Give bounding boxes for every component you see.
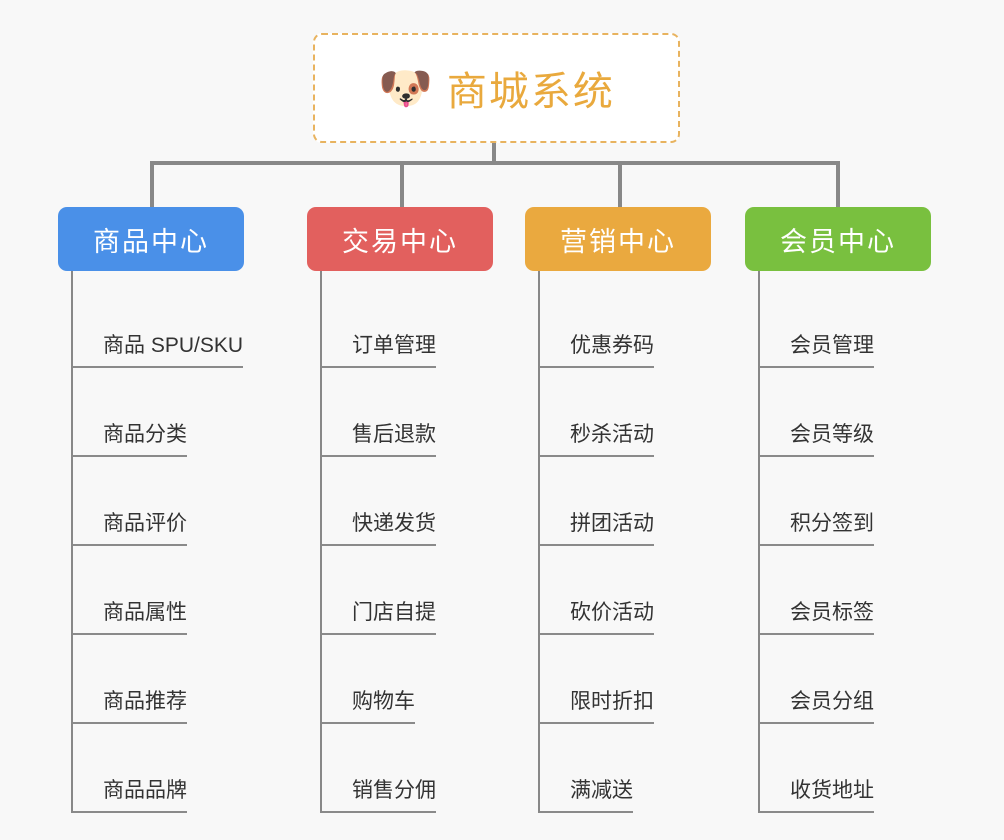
leaf-list-1: 商品 SPU/SKU 商品分类 商品评价 商品属性 商品推荐 商品品牌 xyxy=(71,271,258,813)
list-item[interactable]: 商品评价 xyxy=(73,457,258,546)
list-item[interactable]: 会员标签 xyxy=(760,546,945,635)
leaf-rule xyxy=(322,633,352,635)
leaf-label: 订单管理 xyxy=(352,329,436,368)
leaf-rule xyxy=(73,544,103,546)
leaf-rule xyxy=(73,722,103,724)
leaf-rule xyxy=(322,722,352,724)
leaf-list-3: 优惠券码 秒杀活动 拼团活动 砍价活动 限时折扣 满减送 xyxy=(538,271,725,813)
list-item[interactable]: 销售分佣 xyxy=(322,724,507,813)
leaf-label: 秒杀活动 xyxy=(570,418,654,457)
leaf-rule xyxy=(73,366,103,368)
category-column-1: 商品中心 商品 SPU/SKU 商品分类 商品评价 商品属性 商品推荐 xyxy=(58,207,258,813)
leaf-rule xyxy=(760,455,790,457)
category-column-2: 交易中心 订单管理 售后退款 快递发货 门店自提 购物车 xyxy=(307,207,507,813)
leaf-rule xyxy=(322,811,352,813)
leaf-rule xyxy=(760,366,790,368)
leaf-label: 商品 SPU/SKU xyxy=(103,329,244,368)
leaf-rule xyxy=(73,455,103,457)
list-item[interactable]: 商品属性 xyxy=(73,546,258,635)
leaf-rule xyxy=(322,455,352,457)
leaf-list-2: 订单管理 售后退款 快递发货 门店自提 购物车 销售分佣 xyxy=(320,271,507,813)
leaf-rule xyxy=(540,544,570,546)
list-item[interactable]: 商品 SPU/SKU xyxy=(73,279,258,368)
connector-drop-2 xyxy=(400,161,404,208)
leaf-rule xyxy=(73,811,103,813)
list-item[interactable]: 会员管理 xyxy=(760,279,945,368)
category-column-3: 营销中心 优惠券码 秒杀活动 拼团活动 砍价活动 限时折扣 xyxy=(525,207,725,813)
list-item[interactable]: 优惠券码 xyxy=(540,279,725,368)
list-item[interactable]: 售后退款 xyxy=(322,368,507,457)
leaf-label: 购物车 xyxy=(352,685,415,724)
connector-drop-1 xyxy=(150,161,154,208)
list-item[interactable]: 砍价活动 xyxy=(540,546,725,635)
root-node-mall-system[interactable]: 🐶 商城系统 xyxy=(313,33,680,143)
list-item[interactable]: 收货地址 xyxy=(760,724,945,813)
leaf-label: 会员等级 xyxy=(790,418,874,457)
category-header-1-label: 商品中心 xyxy=(93,226,209,257)
list-item[interactable]: 满减送 xyxy=(540,724,725,813)
category-column-4: 会员中心 会员管理 会员等级 积分签到 会员标签 会员分组 xyxy=(745,207,945,813)
shiba-dog-face-icon: 🐶 xyxy=(378,64,433,113)
leaf-rule xyxy=(760,722,790,724)
category-header-4[interactable]: 会员中心 xyxy=(745,207,931,271)
connector-bus xyxy=(150,161,840,165)
leaf-rule xyxy=(322,366,352,368)
leaf-label: 优惠券码 xyxy=(570,329,654,368)
list-item[interactable]: 秒杀活动 xyxy=(540,368,725,457)
leaf-rule xyxy=(760,633,790,635)
leaf-label: 满减送 xyxy=(570,774,633,813)
leaf-label: 砍价活动 xyxy=(570,596,654,635)
list-item[interactable]: 拼团活动 xyxy=(540,457,725,546)
category-header-2[interactable]: 交易中心 xyxy=(307,207,493,271)
category-header-3-label: 营销中心 xyxy=(560,226,676,257)
category-header-1[interactable]: 商品中心 xyxy=(58,207,244,271)
list-item[interactable]: 门店自提 xyxy=(322,546,507,635)
leaf-label: 商品推荐 xyxy=(103,685,187,724)
list-item[interactable]: 会员等级 xyxy=(760,368,945,457)
leaf-label: 会员标签 xyxy=(790,596,874,635)
connector-trunk xyxy=(492,143,496,165)
list-item[interactable]: 会员分组 xyxy=(760,635,945,724)
leaf-rule xyxy=(322,544,352,546)
leaf-rule xyxy=(540,455,570,457)
list-item[interactable]: 购物车 xyxy=(322,635,507,724)
leaf-rule xyxy=(760,811,790,813)
list-item[interactable]: 积分签到 xyxy=(760,457,945,546)
leaf-rule xyxy=(540,811,570,813)
leaf-rule xyxy=(73,633,103,635)
leaf-rule xyxy=(540,633,570,635)
leaf-label: 售后退款 xyxy=(352,418,436,457)
list-item[interactable]: 商品分类 xyxy=(73,368,258,457)
leaf-label: 商品品牌 xyxy=(103,774,187,813)
leaf-rule xyxy=(760,544,790,546)
leaf-label: 会员分组 xyxy=(790,685,874,724)
connector-drop-4 xyxy=(836,161,840,208)
leaf-label: 积分签到 xyxy=(790,507,874,546)
leaf-label: 收货地址 xyxy=(790,774,874,813)
leaf-rule xyxy=(540,366,570,368)
leaf-label: 会员管理 xyxy=(790,329,874,368)
root-node-title: 商城系统 xyxy=(446,70,615,114)
list-item[interactable]: 商品推荐 xyxy=(73,635,258,724)
category-header-4-label: 会员中心 xyxy=(780,226,896,257)
list-item[interactable]: 快递发货 xyxy=(322,457,507,546)
leaf-label: 拼团活动 xyxy=(570,507,654,546)
leaf-list-4: 会员管理 会员等级 积分签到 会员标签 会员分组 收货地址 xyxy=(758,271,945,813)
leaf-label: 商品评价 xyxy=(103,507,187,546)
leaf-label: 商品属性 xyxy=(103,596,187,635)
category-header-2-label: 交易中心 xyxy=(342,226,458,257)
leaf-label: 限时折扣 xyxy=(570,685,654,724)
leaf-rule xyxy=(540,722,570,724)
list-item[interactable]: 限时折扣 xyxy=(540,635,725,724)
leaf-label: 快递发货 xyxy=(352,507,436,546)
list-item[interactable]: 商品品牌 xyxy=(73,724,258,813)
leaf-label: 销售分佣 xyxy=(352,774,436,813)
leaf-label: 商品分类 xyxy=(103,418,187,457)
category-header-3[interactable]: 营销中心 xyxy=(525,207,711,271)
leaf-label: 门店自提 xyxy=(352,596,436,635)
list-item[interactable]: 订单管理 xyxy=(322,279,507,368)
connector-drop-3 xyxy=(618,161,622,208)
